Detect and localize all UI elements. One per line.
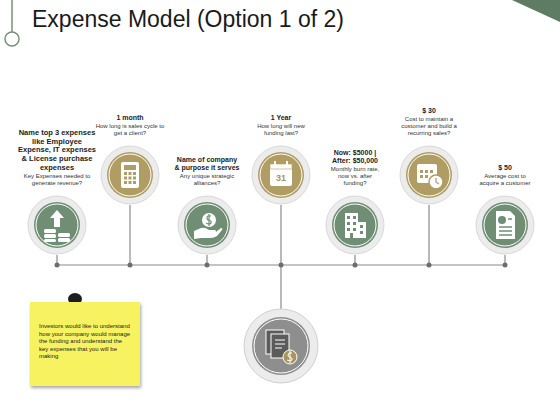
caption-heading: Now: $5000 | After: $50,000 <box>326 149 384 165</box>
diagram-title: Expense Model (Option 1 of 2) <box>32 6 344 33</box>
caption-block: 1 YearHow long will new funding last? <box>250 114 312 137</box>
circle-graphic <box>399 145 459 205</box>
caption-block: Name top 3 expenses like Employee Expens… <box>17 129 97 187</box>
circle-graphic <box>177 195 237 255</box>
caption-heading: 1 Year <box>250 114 312 122</box>
icon-circle: $ 50Average cost to acquire a customer <box>475 195 535 255</box>
corner-ring <box>5 32 19 46</box>
circle-graphic <box>100 145 160 205</box>
caption-body: Any unique strategic alliances? <box>174 173 240 187</box>
sticky-note: Investors would like to understand how y… <box>30 302 140 386</box>
caption-heading: $ 50 <box>477 164 533 172</box>
caption-body: Key Expenses needed to generate revenue? <box>17 173 97 187</box>
caption-heading: 1 month <box>95 114 165 122</box>
caption-block: $ 50Average cost to acquire a customer <box>477 164 533 187</box>
circle-graphic <box>325 195 385 255</box>
caption-block: Now: $5000 | After: $50,000Monthly burn … <box>326 149 384 187</box>
caption-body: Average cost to acquire a customer <box>477 173 533 187</box>
caption-heading: Name of company & purpose it serves <box>174 156 240 172</box>
icon-circle: $ 30Cost to maintain a customer and buil… <box>399 145 459 205</box>
center-icon <box>244 309 318 383</box>
icon-circle: Name of company & purpose it servesAny u… <box>177 195 237 255</box>
icon-circle: 1 monthHow long is sales cycle to get a … <box>100 145 160 205</box>
calendar-number: 31 <box>276 173 286 183</box>
icon-circle: Name top 3 expenses like Employee Expens… <box>27 195 87 255</box>
circle-graphic <box>27 195 87 255</box>
caption-body: Cost to maintain a customer and build a … <box>398 116 460 137</box>
caption-heading: $ 30 <box>398 107 460 115</box>
caption-block: $ 30Cost to maintain a customer and buil… <box>398 107 460 137</box>
caption-body: How long will new funding last? <box>250 123 312 137</box>
caption-body: How long is sales cycle to get a client? <box>95 123 165 137</box>
caption-block: 1 monthHow long is sales cycle to get a … <box>95 114 165 137</box>
circle-graphic <box>475 195 535 255</box>
note-text: Investors would like to understand how y… <box>30 302 140 365</box>
bus-lines <box>57 205 505 310</box>
caption-body: Monthly burn rate, now vs. after funding… <box>326 166 384 187</box>
caption-heading: Name top 3 expenses like Employee Expens… <box>17 129 97 172</box>
corner-triangle <box>512 0 560 22</box>
caption-block: Name of company & purpose it servesAny u… <box>174 156 240 187</box>
corner-line <box>11 0 13 32</box>
bus-dots <box>55 263 508 268</box>
icon-circle: Now: $5000 | After: $50,000Monthly burn … <box>325 195 385 255</box>
